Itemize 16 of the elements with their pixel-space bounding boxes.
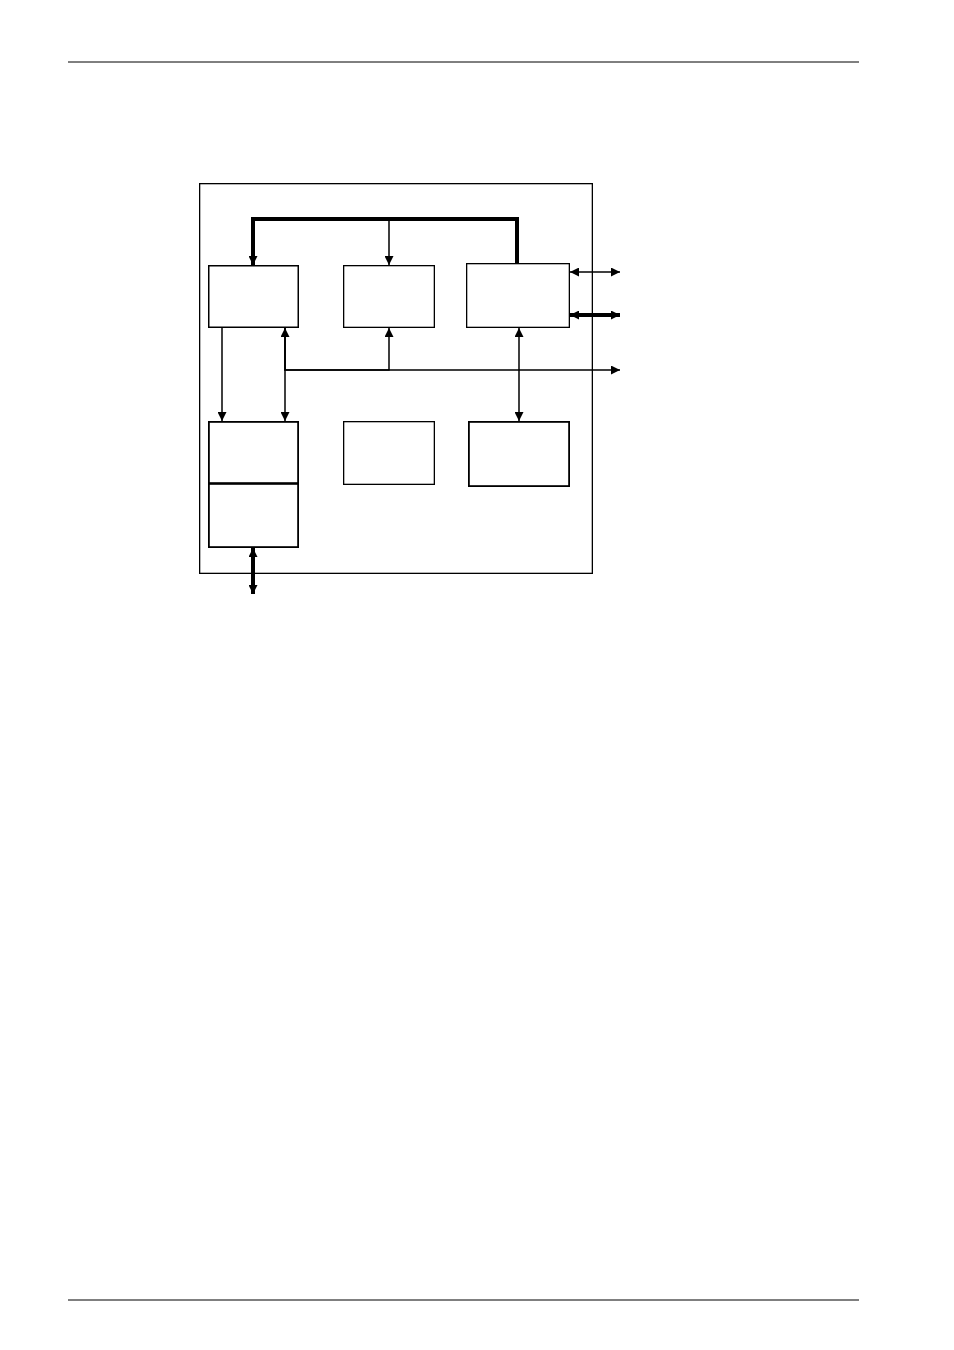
system-boundary-box: [199, 183, 593, 574]
block-box: [343, 265, 435, 328]
connector-arrow: [248, 548, 258, 594]
block-box: [208, 421, 299, 484]
connector-arrow: [248, 217, 519, 265]
connector-arrow: [569, 267, 621, 277]
connector-arrow: [384, 218, 518, 266]
block-box: [466, 263, 570, 328]
connector-arrow: [217, 327, 227, 422]
block-box: [468, 421, 570, 487]
connector-arrow: [284, 327, 621, 375]
connector-arrow: [570, 310, 620, 320]
block-box: [208, 265, 299, 328]
connector-arrow: [514, 327, 524, 422]
block-box: [343, 421, 435, 485]
block-box: [208, 483, 299, 548]
